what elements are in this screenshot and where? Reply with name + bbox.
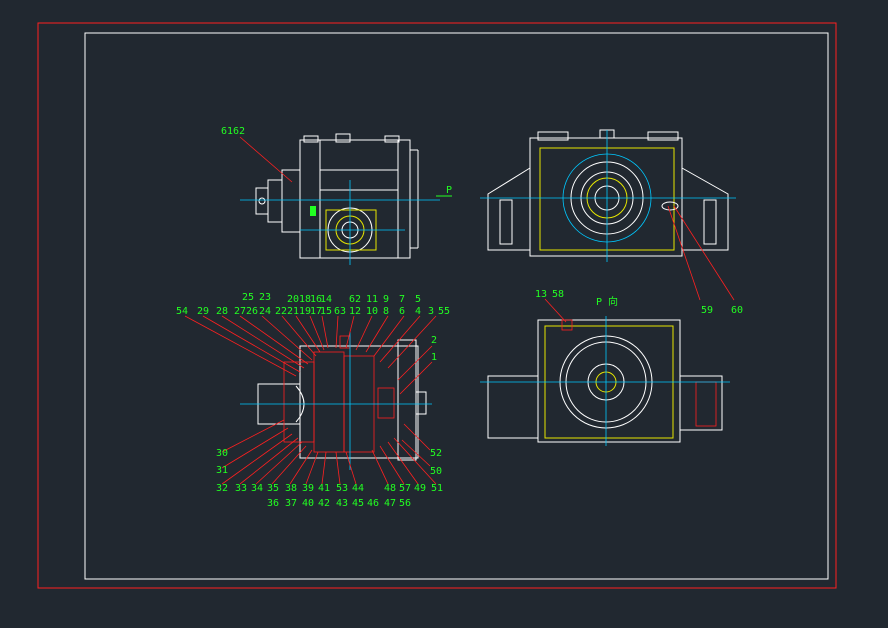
front-view: 59 60 [480, 129, 743, 316]
callout: 41 [318, 483, 330, 494]
callout: 19 [299, 306, 311, 317]
callout: 46 [367, 498, 379, 509]
callout: 6 [399, 306, 405, 317]
callout: 40 [302, 498, 314, 509]
callout: 34 [251, 483, 263, 494]
callout: 50 [430, 466, 442, 477]
label-58: 58 [552, 289, 564, 300]
callout: 7 [399, 294, 405, 305]
callout: 20 [287, 294, 299, 305]
callout: 37 [285, 498, 297, 509]
callout: 30 [216, 448, 228, 459]
side-view: P 6162 [221, 126, 452, 265]
label-60: 60 [731, 305, 743, 316]
callout: 14 [320, 294, 332, 305]
callout: 36 [267, 498, 279, 509]
callout: 24 [259, 306, 271, 317]
callout: 16 [310, 294, 322, 305]
callout: 11 [366, 294, 378, 305]
callout: 28 [216, 306, 228, 317]
callout: 43 [336, 498, 348, 509]
callout: 48 [384, 483, 396, 494]
callout: 33 [235, 483, 247, 494]
callout: 35 [267, 483, 279, 494]
callout: 2726 [234, 306, 258, 317]
callout-labels: 25 23 20 18 16 14 62 11 9 7 5 54 29 28 2… [176, 292, 450, 509]
callout: 52 [430, 448, 442, 459]
callout: 51 [431, 483, 443, 494]
callout: 25 [242, 292, 254, 303]
callout: 38 [285, 483, 297, 494]
callout: 63 [334, 306, 346, 317]
callout: 49 [414, 483, 426, 494]
inner-border [84, 32, 829, 580]
callout: 31 [216, 465, 228, 476]
callout: 22 [275, 306, 287, 317]
callout: 53 [336, 483, 348, 494]
label-6162: 6162 [221, 126, 245, 137]
callout: 8 [383, 306, 389, 317]
callout: 42 [318, 498, 330, 509]
p-direction-view: P 向 13 58 [480, 289, 730, 446]
callout: 45 [352, 498, 364, 509]
callout: 15 [320, 306, 332, 317]
callout: 55 [438, 306, 450, 317]
p-view-label: P 向 [596, 295, 618, 308]
callout: 2 [431, 335, 437, 346]
leader-lines [184, 315, 437, 485]
callout: 32 [216, 483, 228, 494]
callout: 9 [383, 294, 389, 305]
callout: 18 [299, 294, 311, 305]
side-view-arrow-label: P [446, 185, 452, 196]
callout: 17 [310, 306, 322, 317]
callout: 3 [428, 306, 434, 317]
callout: 12 [349, 306, 361, 317]
callout: 10 [366, 306, 378, 317]
callout: 44 [352, 483, 364, 494]
callout: 62 [349, 294, 361, 305]
label-59: 59 [701, 305, 713, 316]
outer-border [37, 22, 837, 589]
callout: 47 [384, 498, 396, 509]
callout: 1 [431, 352, 437, 363]
callout: 4 [415, 306, 421, 317]
callout: 54 [176, 306, 188, 317]
callout: 21 [287, 306, 299, 317]
callout: 5 [415, 294, 421, 305]
callout: 56 [399, 498, 411, 509]
callout: 57 [399, 483, 411, 494]
callout: 29 [197, 306, 209, 317]
section-view [240, 332, 432, 470]
label-13: 13 [535, 289, 547, 300]
callout: 39 [302, 483, 314, 494]
callout: 23 [259, 292, 271, 303]
